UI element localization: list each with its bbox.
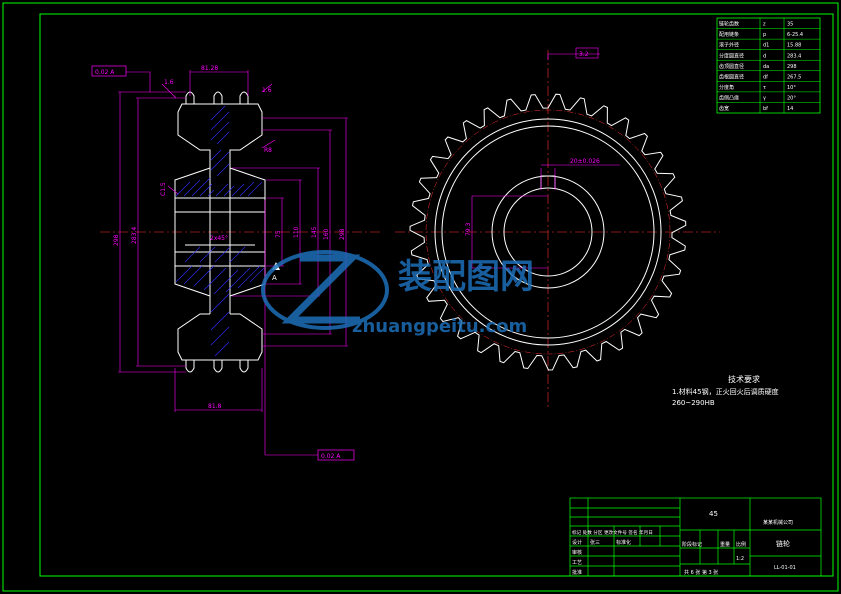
tolerance-box-top: 0.02 A bbox=[91, 65, 127, 77]
tb-drawing-no: LL-01-01 bbox=[774, 565, 796, 571]
section-view: 0.02 A 0.02 A A 81.28 1.6 1.6 298 283.4 … bbox=[91, 65, 380, 461]
param-cell: 分度角 bbox=[719, 84, 734, 91]
param-cell: 配用链条 bbox=[719, 31, 739, 38]
title-block-text: 45 某某机械公司 链轮 LL-01-01 标记 处数 分区 更改文件号 签名 … bbox=[572, 510, 796, 576]
hub-circle-inner bbox=[503, 187, 593, 277]
tb-sheets: 共 6 张 第 3 张 bbox=[684, 569, 718, 576]
dim-hub2: 110 bbox=[293, 226, 300, 238]
hatch-upper bbox=[175, 105, 263, 197]
tb-designer: 张三 bbox=[590, 539, 600, 546]
dim-hub1: 160 bbox=[323, 228, 330, 240]
tb-stage-label: 阶段标记 bbox=[682, 541, 702, 548]
param-cell: 10° bbox=[787, 85, 796, 91]
param-cell: p bbox=[763, 32, 766, 38]
param-cell: 283.4 bbox=[787, 53, 801, 59]
tech-req-title: 技术要求 bbox=[728, 374, 760, 384]
watermark: 装配图网 zhuangpeitu.com bbox=[261, 250, 534, 337]
param-cell: bf bbox=[763, 106, 768, 112]
tb-header-row: 标记 处数 分区 更改文件号 签名 年月日 bbox=[572, 529, 653, 536]
watermark-logo bbox=[261, 250, 389, 330]
param-cell: 分度圆直径 bbox=[719, 52, 744, 59]
watermark-text-en: zhuangpeitu.com bbox=[352, 316, 527, 337]
inner-frame bbox=[39, 13, 834, 577]
param-cell: γ bbox=[763, 96, 766, 102]
dim-angle: 2x45° bbox=[210, 235, 228, 242]
param-cell: 齿顶圆直径 bbox=[719, 63, 744, 70]
tol-top-text: 0.02 A bbox=[95, 69, 115, 76]
pitch-circle bbox=[425, 109, 671, 355]
web-circle-inner bbox=[441, 125, 655, 339]
param-cell: 298 bbox=[787, 64, 797, 70]
dim-key-depth: 79.3 bbox=[465, 222, 472, 236]
tb-designer-label: 设计 bbox=[572, 539, 582, 546]
sprocket-dimensions bbox=[471, 53, 620, 269]
param-cell: z bbox=[763, 22, 766, 28]
dim-keyway: 20±0.026 bbox=[570, 158, 600, 165]
sprocket-teeth-outline bbox=[409, 93, 687, 371]
tb-scale: 1:2 bbox=[736, 556, 744, 562]
tb-material: 45 bbox=[709, 510, 718, 518]
param-cell: 齿宽 bbox=[719, 105, 729, 112]
dim-r1: R8 bbox=[264, 147, 272, 154]
param-cell: df bbox=[763, 74, 768, 80]
param-cell: d bbox=[763, 53, 766, 59]
dim-chamfer1: 1.6 bbox=[164, 79, 174, 86]
tb-scale-label: 比例 bbox=[736, 541, 746, 548]
teeth-bottom bbox=[185, 360, 249, 373]
sprocket-view: 3.2 20±0.026 79.3 bbox=[395, 47, 720, 410]
tech-req-line1: 1.材料45钢，正火回火后调质硬度 bbox=[672, 387, 779, 396]
parameters-table: 链轮齿数 z 35 配用链条 p 6-25.4 滚子外径 d1 15.88 分度圆直径 d 283.4… bbox=[716, 17, 821, 114]
param-cell: 35 bbox=[787, 22, 793, 28]
param-cell: 20° bbox=[787, 96, 796, 102]
param-cell: 齿侧凸缘 bbox=[719, 95, 739, 102]
dim-r2: 3.2 bbox=[579, 51, 589, 58]
watermark-text-cn: 装配图网 bbox=[398, 257, 534, 297]
param-cell: 267.5 bbox=[787, 74, 801, 80]
tb-part-name: 链轮 bbox=[776, 539, 790, 548]
tb-standardize: 标准化 bbox=[616, 539, 631, 546]
tb-process-label: 工艺 bbox=[572, 560, 582, 566]
tb-approve-label: 批准 bbox=[572, 569, 582, 576]
param-cell: da bbox=[763, 64, 769, 70]
tech-req-line2: 260~290HB bbox=[672, 399, 715, 407]
dim-chamfer2: 1.6 bbox=[262, 87, 272, 94]
dim-hub3: 145 bbox=[311, 226, 318, 238]
datum-label: A bbox=[272, 274, 277, 282]
param-cell: τ bbox=[763, 85, 766, 91]
param-cell: 链轮齿数 bbox=[719, 21, 739, 28]
dim-top-width: 81.28 bbox=[201, 65, 218, 72]
param-cell: 6-25.4 bbox=[787, 32, 803, 38]
param-cell: 滚子外径 bbox=[719, 42, 739, 49]
web-circle-outer bbox=[434, 118, 662, 346]
dim-od1: 298 bbox=[113, 234, 120, 246]
dim-od2: 283.4 bbox=[131, 227, 138, 244]
hatch-lower bbox=[175, 246, 265, 357]
tech-requirements: 技术要求 1.材料45钢，正火回火后调质硬度 260~290HB bbox=[672, 374, 779, 407]
dim-od3: 298 bbox=[339, 228, 346, 240]
tb-checker-label: 审核 bbox=[572, 549, 582, 556]
tol-bottom-text: 0.02 A bbox=[321, 453, 341, 460]
dim-bore: 75 bbox=[275, 230, 282, 238]
dim-base-width: 81.8 bbox=[208, 403, 222, 410]
title-block bbox=[569, 497, 822, 577]
param-cell: 14 bbox=[787, 106, 793, 112]
param-cell: d1 bbox=[763, 43, 769, 49]
teeth-top bbox=[185, 91, 249, 104]
tb-weight-label: 重量 bbox=[720, 541, 730, 548]
tb-company: 某某机械公司 bbox=[763, 519, 793, 526]
param-cell: 齿根圆直径 bbox=[719, 73, 744, 80]
section-outline bbox=[174, 103, 266, 361]
tolerance-box-bottom: 0.02 A bbox=[317, 449, 355, 461]
top-angle-box bbox=[575, 47, 599, 59]
dimension-lines bbox=[118, 70, 348, 456]
dim-shoulder: C1.5 bbox=[160, 182, 167, 196]
param-cell: 15.88 bbox=[787, 43, 801, 49]
